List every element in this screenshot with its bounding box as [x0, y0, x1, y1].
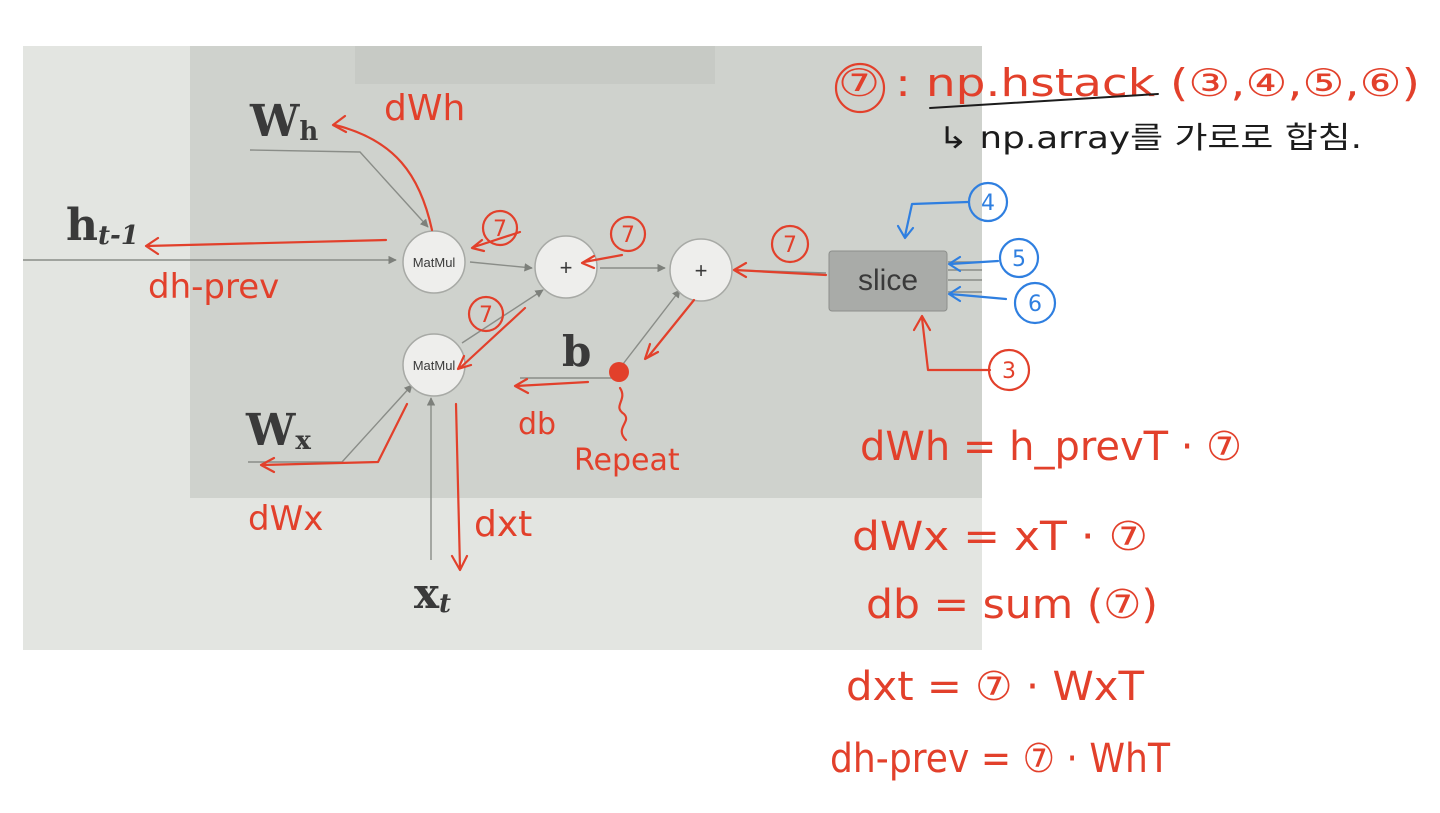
slice-label: slice: [858, 264, 918, 297]
svg-text:5: 5: [1012, 247, 1026, 272]
svg-text:6: 6: [1028, 292, 1042, 317]
svg-text:7: 7: [783, 233, 797, 258]
matmul-node-top: [402, 230, 466, 294]
svg-text:7: 7: [493, 217, 507, 242]
annot-db: db: [518, 407, 556, 442]
annot-repeat: Repeat: [574, 443, 680, 478]
formula-dWh: dWh = h_prevT · ⑦: [860, 424, 1242, 470]
bias-scribble: [609, 362, 629, 382]
matmul-node-bottom: [402, 333, 466, 397]
formula-db: db = sum (⑦): [866, 582, 1158, 628]
blue-slice-markers: 4 5 6: [896, 181, 1057, 325]
add-node-1-label: +: [560, 255, 573, 280]
red-circled-sevens: 7 7 7 7: [467, 209, 810, 333]
annot-dWh: dWh: [384, 88, 465, 129]
svg-text:7: 7: [621, 223, 635, 248]
top-note: ⑦ : np.hstack (③,④,⑤,⑥) ↳ np.array를 가로로 …: [834, 61, 1420, 156]
svg-text:⑦ : np.hstack (③,④,⑤,⑥): ⑦ : np.hstack (③,④,⑤,⑥): [838, 61, 1420, 105]
red-slice-marker: 3: [912, 314, 1031, 392]
red-backprop-strokes: [144, 114, 828, 572]
add-node-2: [669, 238, 733, 302]
svg-text:4: 4: [981, 191, 995, 216]
slice-box: [828, 250, 948, 312]
panel-highlight: [355, 46, 715, 84]
svg-text:↳ np.array를 가로로 합침.: ↳ np.array를 가로로 합침.: [938, 121, 1362, 156]
svg-text:3: 3: [1002, 359, 1016, 384]
matmul-node-top-label: MatMul: [413, 255, 456, 270]
annot-dh-prev: dh-prev: [148, 267, 279, 307]
annot-dWx: dWx: [248, 499, 323, 539]
label-h-prev: ht-1: [66, 200, 139, 251]
formula-dWx: dWx = xT · ⑦: [852, 514, 1148, 560]
label-w-h: Wh: [249, 96, 318, 147]
add-node-1: [534, 235, 598, 299]
add-node-2-label: +: [695, 258, 708, 283]
label-x-t: xt: [414, 569, 451, 619]
formula-dh-prev: dh-prev = ⑦ · WhT: [830, 736, 1171, 782]
label-bias: b: [562, 327, 591, 376]
matmul-node-bottom-label: MatMul: [413, 358, 456, 373]
label-w-x: Wx: [245, 405, 311, 456]
formula-dxt: dxt = ⑦ · WxT: [846, 664, 1145, 710]
annot-dxt: dxt: [474, 504, 532, 545]
svg-text:7: 7: [479, 303, 493, 328]
formula-list: dWh = h_prevT · ⑦ dWx = xT · ⑦ db = sum …: [830, 424, 1242, 782]
